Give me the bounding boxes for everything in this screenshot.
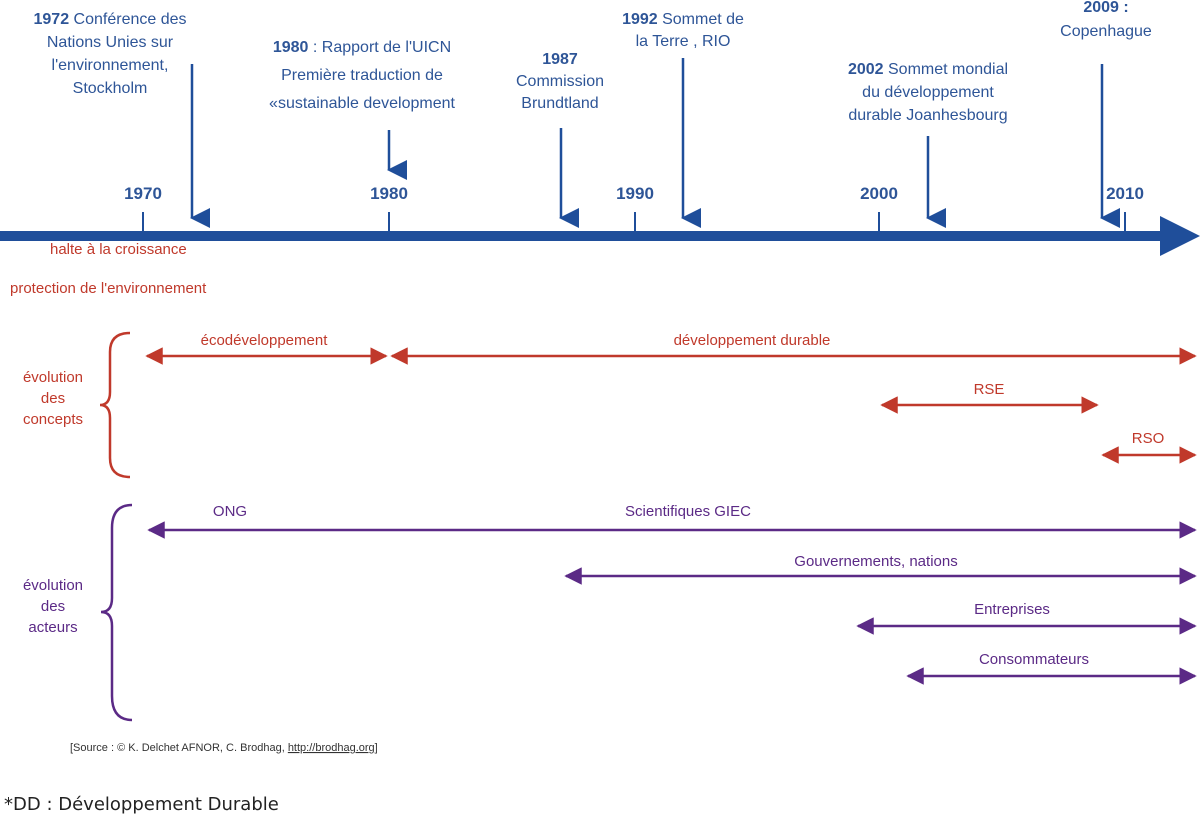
event-text-line: 2002 Sommet mondial bbox=[848, 61, 1008, 78]
tick-label-2000: 2000 bbox=[860, 184, 898, 203]
tick-label-1970: 1970 bbox=[124, 184, 162, 203]
concepts-group-label-2: des bbox=[41, 390, 65, 407]
actor-label-scientifiques-giec: Scientifiques GIEC bbox=[625, 503, 751, 520]
event-1992: 1992 Sommet de la Terre , RIO bbox=[622, 11, 744, 228]
timeline-axis-arrowhead bbox=[1160, 216, 1200, 256]
event-text-line: 1980 : Rapport de l'UICN bbox=[273, 39, 451, 56]
event-text-line: l'environnement, bbox=[52, 57, 169, 74]
tick-label-1990: 1990 bbox=[616, 184, 654, 203]
actors-group-label-1: évolution bbox=[23, 577, 83, 594]
concepts-group-label-1: évolution bbox=[23, 369, 83, 386]
concepts-group-label-3: concepts bbox=[23, 411, 83, 428]
event-2009: 2009 : Copenhague bbox=[1060, 0, 1152, 228]
event-text-line: 1992 Sommet de bbox=[622, 11, 744, 28]
event-text-line: 2009 : bbox=[1083, 0, 1128, 16]
concepts-brace bbox=[99, 331, 131, 479]
actor-label-ong: ONG bbox=[213, 503, 247, 520]
event-text-line: Brundtland bbox=[521, 95, 598, 112]
source-citation: [Source : © K. Delchet AFNOR, C. Brodhag… bbox=[70, 742, 378, 754]
context-label-growth: halte à la croissance bbox=[50, 241, 187, 258]
actors-section: évolution des acteurs ONG Scientifiques G… bbox=[23, 503, 1197, 722]
context-label-environment: protection de l'environnement bbox=[10, 280, 207, 297]
concepts-section: évolution des concepts écodéveloppement d… bbox=[23, 331, 1197, 479]
concept-label-ecodeveloppement: écodéveloppement bbox=[201, 332, 329, 349]
event-text-line: durable Joanhesbourg bbox=[848, 107, 1007, 124]
actor-label-entreprises: Entreprises bbox=[974, 601, 1050, 618]
event-1980: 1980 : Rapport de l'UICN Première traduct… bbox=[269, 39, 456, 180]
tick-label-2010: 2010 bbox=[1106, 184, 1144, 203]
context-labels: halte à la croissance protection de l'en… bbox=[10, 241, 207, 297]
event-text-line: Nations Unies sur bbox=[47, 34, 174, 51]
timeline-ticks: 1970 1980 1990 2000 2010 bbox=[124, 184, 1144, 232]
actors-group-label-2: des bbox=[41, 598, 65, 615]
timeline-axis-bar bbox=[0, 231, 1165, 241]
event-text-line: Copenhague bbox=[1060, 23, 1152, 40]
event-text-line: «sustainable development bbox=[269, 95, 455, 112]
event-text-line: du développement bbox=[862, 84, 994, 101]
actors-brace bbox=[100, 503, 133, 722]
event-text-line: Stockholm bbox=[73, 80, 148, 97]
source-link[interactable]: http://brodhag.org bbox=[288, 742, 375, 754]
event-text-line: Commission bbox=[516, 73, 604, 90]
timeline-axis: 1970 1980 1990 2000 2010 bbox=[0, 184, 1200, 256]
event-text-line: la Terre , RIO bbox=[636, 33, 731, 50]
actors-group-label-3: acteurs bbox=[28, 619, 77, 636]
concept-label-rse: RSE bbox=[974, 381, 1005, 398]
event-2002: 2002 Sommet mondial du développement durab… bbox=[848, 61, 1008, 228]
event-text-line: 1987 bbox=[542, 51, 578, 68]
tick-label-1980: 1980 bbox=[370, 184, 408, 203]
concept-label-rso: RSO bbox=[1132, 430, 1165, 447]
actor-label-gouvernements-nations: Gouvernements, nations bbox=[794, 553, 957, 570]
event-text-line: 1972 Conférence des bbox=[34, 11, 187, 28]
actor-label-consommateurs: Consommateurs bbox=[979, 651, 1089, 668]
event-text-line: Première traduction de bbox=[281, 67, 443, 84]
concept-label-developpement-durable: développement durable bbox=[674, 332, 831, 349]
footnote: *DD : Développement Durable bbox=[4, 794, 279, 815]
